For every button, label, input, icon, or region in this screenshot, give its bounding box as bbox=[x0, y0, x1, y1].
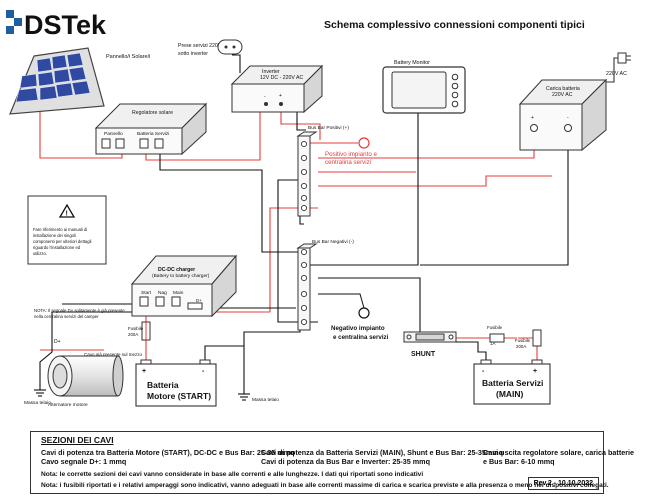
negative-label: Negativo impianto bbox=[331, 325, 385, 332]
svg-text:Batteria Servizi: Batteria Servizi bbox=[482, 378, 543, 388]
svg-text:Main: Main bbox=[173, 290, 184, 296]
battery-charger: Carica batteria 220V AC + - bbox=[518, 78, 608, 152]
cable-sections-box: SEZIONI DEI CAVI Cavi di potenza tra Bat… bbox=[30, 431, 634, 494]
svg-text:Batteria Servizi: Batteria Servizi bbox=[137, 131, 169, 137]
svg-text:(Battery to battery charger): (Battery to battery charger) bbox=[152, 273, 210, 279]
diagram-title: Schema complessivo connessioni component… bbox=[324, 19, 585, 31]
solar-regulator: Regolatore solare Pannello Batteria Serv… bbox=[94, 102, 208, 156]
busbar-positive: Bus Bar Positivi (+) bbox=[296, 125, 349, 217]
svg-text:+: + bbox=[533, 368, 537, 375]
svg-text:Inverter: Inverter bbox=[262, 69, 280, 75]
svg-text:Prese servizi 220V: Prese servizi 220V bbox=[178, 43, 222, 49]
svg-text:utilizzo.: utilizzo. bbox=[33, 251, 47, 256]
svg-text:Fusibile: Fusibile bbox=[128, 326, 144, 331]
dstek-logo: DSTek bbox=[6, 10, 107, 40]
cable-sections-title: SEZIONI DEI CAVI bbox=[41, 435, 114, 445]
note-dplus: NOTA: Il segnale D+ solitamente è già pr… bbox=[34, 308, 125, 313]
svg-text:+: + bbox=[279, 93, 282, 99]
svg-text:Batteria: Batteria bbox=[147, 380, 179, 390]
svg-text:Bus Bar Positivi (+): Bus Bar Positivi (+) bbox=[308, 125, 349, 131]
svg-text:D+: D+ bbox=[54, 339, 61, 345]
svg-text:1A: 1A bbox=[490, 341, 495, 346]
svg-text:Fare riferimento ai manuali di: Fare riferimento ai manuali di bbox=[33, 227, 87, 232]
dcdc-charger: DC-DC charger (Battery to battery charge… bbox=[130, 254, 238, 318]
busbar-negative: Bus Bar Negativi (-) bbox=[296, 239, 354, 331]
svg-text:componenti per ulteriori detta: componenti per ulteriori dettagli bbox=[33, 239, 91, 244]
svg-text:e centralina servizi: e centralina servizi bbox=[333, 334, 389, 341]
svg-text:Motore (START): Motore (START) bbox=[147, 391, 211, 401]
note-fuses: Nota: i fusibili riportati e i relativi … bbox=[41, 482, 609, 489]
warning-note: ! Fare riferimento ai manuali di install… bbox=[27, 195, 107, 265]
svg-text:Battery Monitor: Battery Monitor bbox=[394, 60, 430, 66]
svg-text:Pannello: Pannello bbox=[104, 131, 123, 137]
battery-monitor: Battery Monitor bbox=[382, 60, 466, 114]
svg-text:Regolatore solare: Regolatore solare bbox=[132, 110, 173, 116]
svg-text:-: - bbox=[482, 368, 485, 375]
logo-text: DSTek bbox=[24, 10, 107, 40]
svg-text:-: - bbox=[202, 368, 205, 375]
svg-text:Alternatore motore: Alternatore motore bbox=[48, 402, 88, 408]
svg-text:-: - bbox=[567, 115, 569, 121]
svg-text:Carica batteria: Carica batteria bbox=[546, 86, 580, 92]
solar-panel-label: Pannello/i Solare/i bbox=[106, 54, 150, 60]
ground-chassis-left: Massa telaio bbox=[24, 389, 51, 406]
svg-text:(MAIN): (MAIN) bbox=[496, 389, 524, 399]
positive-terminal bbox=[358, 137, 370, 149]
svg-text:Fusibile: Fusibile bbox=[487, 325, 503, 330]
svg-text:220V AC: 220V AC bbox=[552, 92, 573, 98]
svg-text:DC-DC charger: DC-DC charger bbox=[158, 267, 195, 273]
svg-text:+: + bbox=[142, 368, 146, 375]
svg-text:220V AC: 220V AC bbox=[606, 71, 627, 77]
negative-terminal bbox=[358, 307, 370, 319]
alternator: Alternatore motore bbox=[47, 355, 124, 408]
fuse-monitor: Fusibile 1A bbox=[487, 325, 505, 346]
fuse-main: Fusibile 200A bbox=[515, 329, 542, 349]
battery-main: - + Batteria Servizi (MAIN) bbox=[473, 359, 551, 405]
shunt: SHUNT bbox=[403, 331, 457, 358]
battery-start: + - Batteria Motore (START) bbox=[135, 359, 217, 407]
revision-badge: Rev.2 - 10.10.2022 bbox=[527, 477, 599, 490]
main-negative-wire bbox=[456, 341, 487, 360]
svg-text:riguardo l'installazione ed: riguardo l'installazione ed bbox=[33, 245, 81, 250]
svg-text:!: ! bbox=[66, 211, 68, 218]
svg-text:Massa telaio: Massa telaio bbox=[252, 397, 279, 403]
svg-text:200A: 200A bbox=[516, 344, 526, 349]
svg-text:200A: 200A bbox=[128, 332, 138, 337]
ac-plug: 220V AC bbox=[600, 52, 631, 83]
svg-text:D+: D+ bbox=[196, 298, 202, 303]
svg-text:-: - bbox=[264, 94, 266, 100]
svg-text:12V DC - 220V AC: 12V DC - 220V AC bbox=[260, 75, 304, 81]
svg-text:+: + bbox=[531, 115, 534, 121]
svg-text:Start: Start bbox=[141, 290, 152, 296]
positive-label: Positivo impianto e bbox=[325, 151, 377, 158]
inverter: Inverter 12V DC - 220V AC - + bbox=[230, 64, 324, 114]
inverter-socket: Prese servizi 220V sotto inverter bbox=[178, 39, 243, 57]
warning-icon bbox=[58, 203, 76, 218]
svg-text:Fusibile: Fusibile bbox=[515, 338, 531, 343]
svg-text:sotto inverter: sotto inverter bbox=[178, 51, 208, 57]
svg-text:Bus Bar Negativi (-): Bus Bar Negativi (-) bbox=[312, 239, 354, 245]
svg-text:Massa telaio: Massa telaio bbox=[24, 400, 51, 406]
ground-chassis-center: Massa telaio bbox=[238, 393, 279, 403]
schematic-canvas: DSTek Schema complessivo connessioni com… bbox=[6, 10, 631, 408]
fuse-start: Fusibile 200A bbox=[128, 321, 151, 341]
svg-text:Nag: Nag bbox=[158, 290, 167, 296]
note-cable-sections: Nota: le corrette sezioni dei cavi vanno… bbox=[41, 471, 424, 478]
solar-panel: Pannello/i Solare/i bbox=[9, 47, 150, 115]
cable-note: Cavo già presente sul mezzo bbox=[84, 352, 143, 357]
svg-text:SHUNT: SHUNT bbox=[411, 351, 436, 358]
svg-text:centralina servizi: centralina servizi bbox=[325, 159, 371, 166]
svg-text:nella centralina servizi del c: nella centralina servizi del camper bbox=[34, 314, 99, 319]
svg-text:installazione dei singoli: installazione dei singoli bbox=[33, 233, 76, 238]
